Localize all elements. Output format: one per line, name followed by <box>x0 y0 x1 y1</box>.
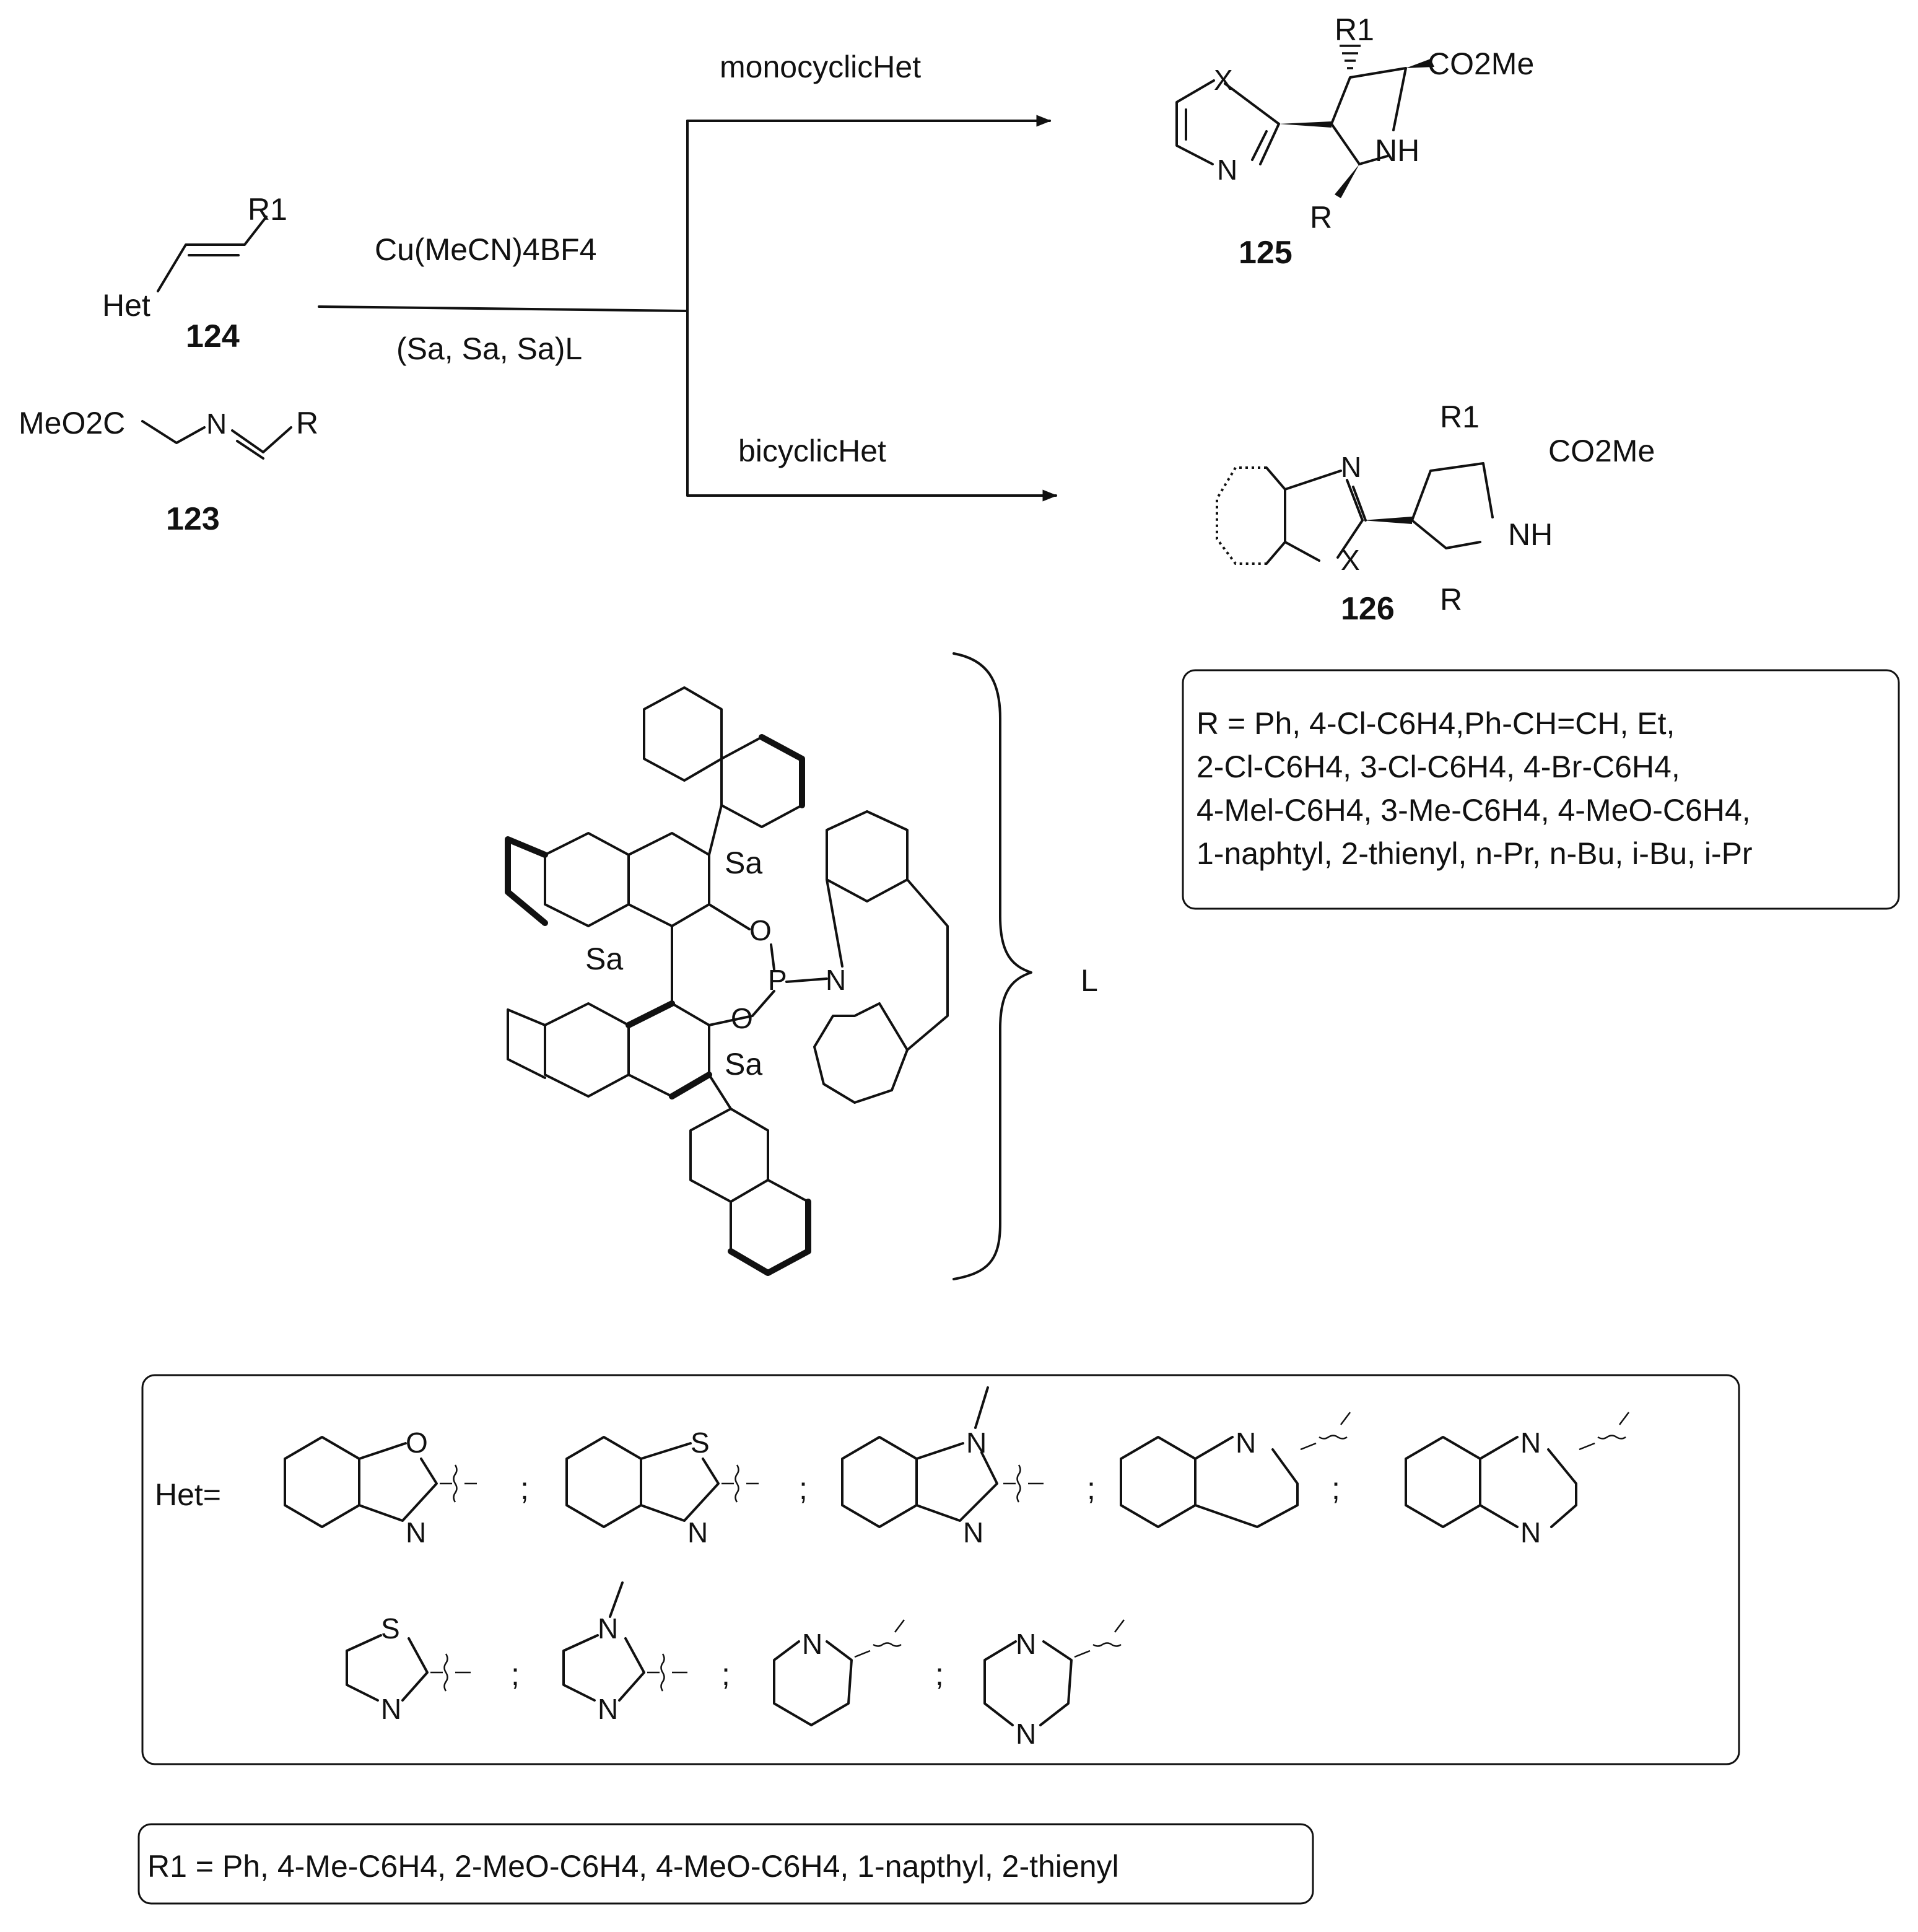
het-pyrazine: N N <box>983 1619 1125 1750</box>
het-quinoline-n: N <box>1236 1427 1256 1459</box>
compound-number-125: 125 <box>1239 235 1292 271</box>
product-125-x: X <box>1214 64 1233 96</box>
het-thiazole-s: S <box>381 1612 400 1645</box>
product-126-r1: R1 <box>1440 400 1480 434</box>
ligand-o2: O <box>731 1002 753 1034</box>
compound-number-126: 126 <box>1341 591 1395 627</box>
het-separator-2: ; <box>799 1471 808 1506</box>
r-substituent-box: R = Ph, 4-Cl-C6H4,Ph-CH=CH, Et, 2-Cl-C6H… <box>1182 669 1900 910</box>
alkene-r1-label: R1 <box>248 192 287 227</box>
het-imidazole-n2: N <box>598 1693 618 1725</box>
het-benzoxazole-o: O <box>406 1427 428 1459</box>
product-125-n: N <box>1217 154 1237 186</box>
r-list-line-1: R = Ph, 4-Cl-C6H4,Ph-CH=CH, Et, <box>1197 706 1675 741</box>
het-methylimidazole: N N <box>562 1581 687 1725</box>
product-125-nh: NH <box>1375 133 1419 168</box>
het-pyrazine-n2: N <box>1016 1718 1036 1750</box>
het-quinoxaline: N N <box>1405 1412 1629 1549</box>
imine-r-label: R <box>296 406 318 440</box>
r1-substituent-box: R1 = Ph, 4-Me-C6H4, 2-MeO-C6H4, 4-MeO-C6… <box>137 1823 1314 1905</box>
ligand-stereo-3: Sa <box>725 1047 762 1082</box>
het-benzimidazole-n2: N <box>963 1516 983 1549</box>
product-126: N X R1 CO2Me NH R 126 <box>1216 400 1655 627</box>
product-126-nh: NH <box>1508 517 1553 552</box>
het-benzimidazole-n1: N <box>966 1427 987 1459</box>
ligand-label: L <box>1081 963 1098 998</box>
ligand-structure: O P O N Sa Sa Sa L <box>505 652 1098 1280</box>
het-quinoline: N <box>1120 1412 1351 1528</box>
het-benzothiazole-n: N <box>687 1516 708 1549</box>
branch-monocyclic-label: monocyclicHet <box>720 50 921 84</box>
product-126-r: R <box>1440 582 1462 617</box>
compound-number-124: 124 <box>186 318 240 354</box>
het-title: Het= <box>155 1477 221 1512</box>
het-pyridine: N <box>773 1619 905 1726</box>
r1-list-text: R1 = Ph, 4-Me-C6H4, 2-MeO-C6H4, 4-MeO-C6… <box>147 1849 1119 1884</box>
imine-ester-label: MeO2C <box>19 406 125 440</box>
het-benzothiazole-s: S <box>691 1427 710 1459</box>
het-benzoxazole-n: N <box>406 1516 426 1549</box>
het-quinoxaline-n1: N <box>1520 1427 1541 1459</box>
alkene-124: R1 Het 124 <box>102 192 287 354</box>
het-separator-6: ; <box>721 1657 730 1692</box>
branch-bicyclic-label: bicyclicHet <box>738 434 886 468</box>
het-separator-4: ; <box>1332 1471 1340 1506</box>
product-125-r: R <box>1310 200 1332 235</box>
r-list-line-4: 1-naphtyl, 2-thienyl, n-Pr, n-Bu, i-Bu, … <box>1197 836 1753 871</box>
product-126-ester: CO2Me <box>1548 434 1655 468</box>
compound-number-123: 123 <box>166 501 220 537</box>
r-list-line-2: 2-Cl-C6H4, 3-Cl-C6H4, 4-Br-C6H4, <box>1197 750 1680 784</box>
het-definition-box: Het= O N ; S N ; N N ; <box>141 1374 1740 1765</box>
het-thiazole-n: N <box>381 1693 401 1725</box>
product-126-n: N <box>1341 451 1361 483</box>
ligand-p: P <box>768 964 787 996</box>
alkene-het-label: Het <box>102 288 150 323</box>
ligand-stereo-1: Sa <box>725 846 762 880</box>
het-imidazole-n1: N <box>598 1612 618 1645</box>
imine-n-label: N <box>206 408 227 440</box>
product-126-x: X <box>1341 544 1360 576</box>
ligand-condition-label: (Sa, Sa, Sa)L <box>396 331 582 366</box>
product-125-ester: CO2Me <box>1428 46 1534 81</box>
reaction-arrows <box>318 115 1058 502</box>
product-125: X N R1 CO2Me NH R 125 <box>1175 12 1534 271</box>
het-methylbenzimidazole: N N <box>841 1386 1044 1549</box>
het-separator-7: ; <box>935 1657 944 1692</box>
imine-123: MeO2C N R 123 <box>19 406 318 537</box>
het-separator-5: ; <box>511 1657 520 1692</box>
ligand-stereo-2: Sa <box>585 942 623 976</box>
het-separator-1: ; <box>520 1471 529 1506</box>
het-quinoxaline-n2: N <box>1520 1516 1541 1549</box>
ligand-n: N <box>826 964 846 996</box>
het-pyrazine-n1: N <box>1016 1628 1036 1660</box>
het-benzoxazole: O N <box>284 1427 477 1549</box>
product-125-r1: R1 <box>1335 12 1374 47</box>
reagent-label: Cu(MeCN)4BF4 <box>375 232 596 267</box>
ligand-o1: O <box>749 914 772 946</box>
het-benzothiazole: S N <box>565 1427 759 1549</box>
het-separator-3: ; <box>1087 1471 1096 1506</box>
het-thiazole: S N <box>346 1612 471 1725</box>
het-pyridine-n: N <box>802 1628 822 1660</box>
r-list-line-3: 4-Mel-C6H4, 3-Me-C6H4, 4-MeO-C6H4, <box>1197 793 1751 828</box>
